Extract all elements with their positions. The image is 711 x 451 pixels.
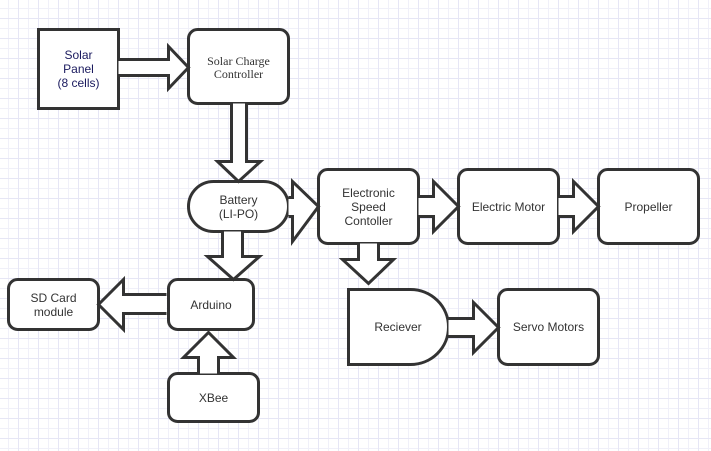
arrow-esc-to-receiver [338,243,398,286]
sd-card-node[interactable] [7,278,100,331]
arrow-battery-to-esc [288,177,321,247]
arrow-esc-to-motor [418,177,461,236]
solar-panel-node[interactable] [37,28,120,110]
arrow-receiver-to-servo [448,298,501,357]
arrow-battery-to-arduino [203,231,264,282]
arrow-controller-to-battery [213,103,265,184]
servo-motors-node[interactable] [497,288,600,366]
solar-charge-controller-node[interactable] [187,28,290,105]
arrow-motor-to-propeller [558,177,601,236]
esc-node[interactable] [317,168,420,245]
xbee-node[interactable] [167,372,260,423]
propeller-node[interactable] [597,168,700,245]
receiver-node[interactable] [347,288,450,366]
electric-motor-node[interactable] [457,168,560,245]
battery-node[interactable] [187,180,290,233]
arrow-xbee-to-arduino [179,330,238,374]
arrow-solar-panel-to-controller [118,42,191,93]
arrow-arduino-to-sd-card [96,275,167,334]
arduino-node[interactable] [167,278,255,331]
